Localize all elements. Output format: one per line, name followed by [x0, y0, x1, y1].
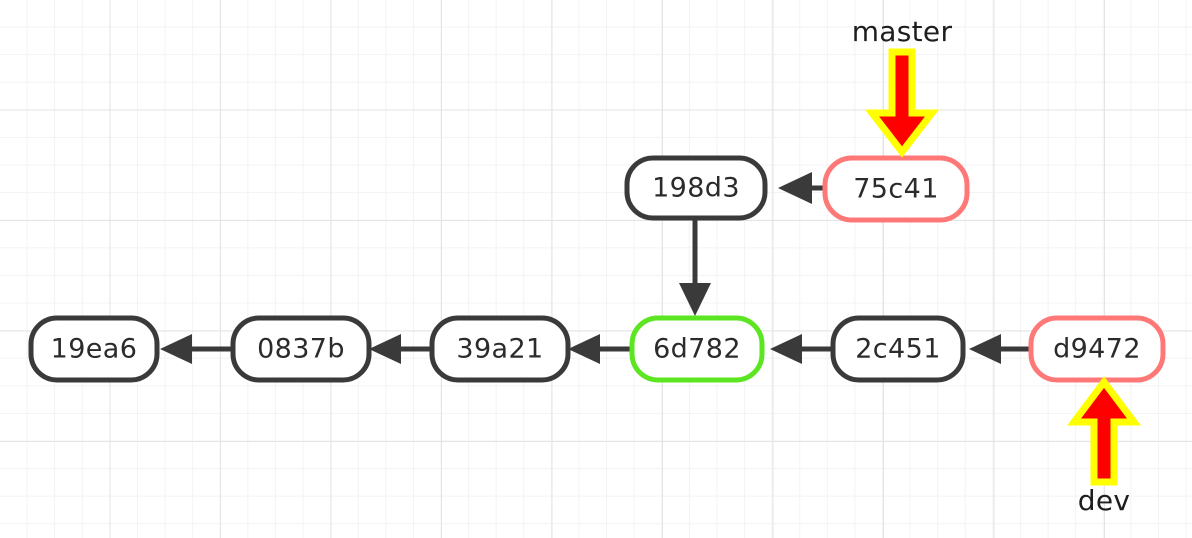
- master-down-arrow-icon[interactable]: [864, 48, 940, 158]
- commit-node-198d3-label: 198d3: [652, 173, 740, 204]
- commit-node-0837b-label: 0837b: [257, 334, 345, 365]
- commit-node-2c451[interactable]: 2c451: [830, 315, 966, 383]
- commit-node-75c41[interactable]: 75c41: [822, 155, 970, 223]
- branch-pointer-master[interactable]: master: [852, 15, 953, 158]
- edges-layer: [160, 172, 1031, 364]
- commit-node-d9472-box[interactable]: [1028, 315, 1166, 383]
- nodes-layer: 19ea6 0837b 39a21 6d782 2c451: [28, 155, 1166, 383]
- commit-node-0837b[interactable]: 0837b: [230, 315, 372, 383]
- commit-node-19ea6[interactable]: 19ea6: [28, 315, 160, 383]
- commit-node-6d782-label: 6d782: [653, 334, 741, 365]
- commit-node-6d782[interactable]: 6d782: [629, 315, 765, 383]
- commit-node-d9472-label: d9472: [1053, 334, 1141, 365]
- commit-node-d9472[interactable]: d9472: [1028, 315, 1166, 383]
- branch-pointers-layer: master dev: [852, 15, 1141, 517]
- commit-node-2c451-label: 2c451: [855, 334, 941, 365]
- branch-label-dev: dev: [1078, 484, 1130, 517]
- commit-node-6d782-box[interactable]: [629, 315, 765, 383]
- commit-node-39a21-label: 39a21: [456, 334, 543, 365]
- commit-node-19ea6-box[interactable]: [28, 315, 160, 383]
- commit-node-39a21[interactable]: 39a21: [429, 315, 571, 383]
- dev-up-arrow-icon[interactable]: [1067, 376, 1141, 486]
- edge-198d3-to-6d782: [679, 217, 711, 316]
- commit-node-0837b-box[interactable]: [230, 315, 372, 383]
- edge-75c41-to-198d3: [778, 172, 825, 204]
- edge-d9472-to-2c451: [969, 334, 1031, 364]
- commit-node-39a21-box[interactable]: [429, 315, 571, 383]
- edge-2c451-to-6d782: [770, 334, 833, 364]
- commit-node-198d3-box[interactable]: [624, 155, 768, 221]
- edge-6d782-to-39a21: [568, 334, 632, 364]
- commit-node-75c41-label: 75c41: [853, 174, 939, 205]
- edge-0837b-to-19ea6: [160, 334, 233, 364]
- commit-node-198d3[interactable]: 198d3: [624, 155, 768, 221]
- commit-node-19ea6-label: 19ea6: [51, 334, 138, 365]
- commit-node-2c451-box[interactable]: [830, 315, 966, 383]
- edge-39a21-to-0837b: [369, 334, 432, 364]
- branch-pointer-dev[interactable]: dev: [1067, 376, 1141, 517]
- commit-node-75c41-box[interactable]: [822, 155, 970, 223]
- branch-label-master: master: [852, 15, 953, 48]
